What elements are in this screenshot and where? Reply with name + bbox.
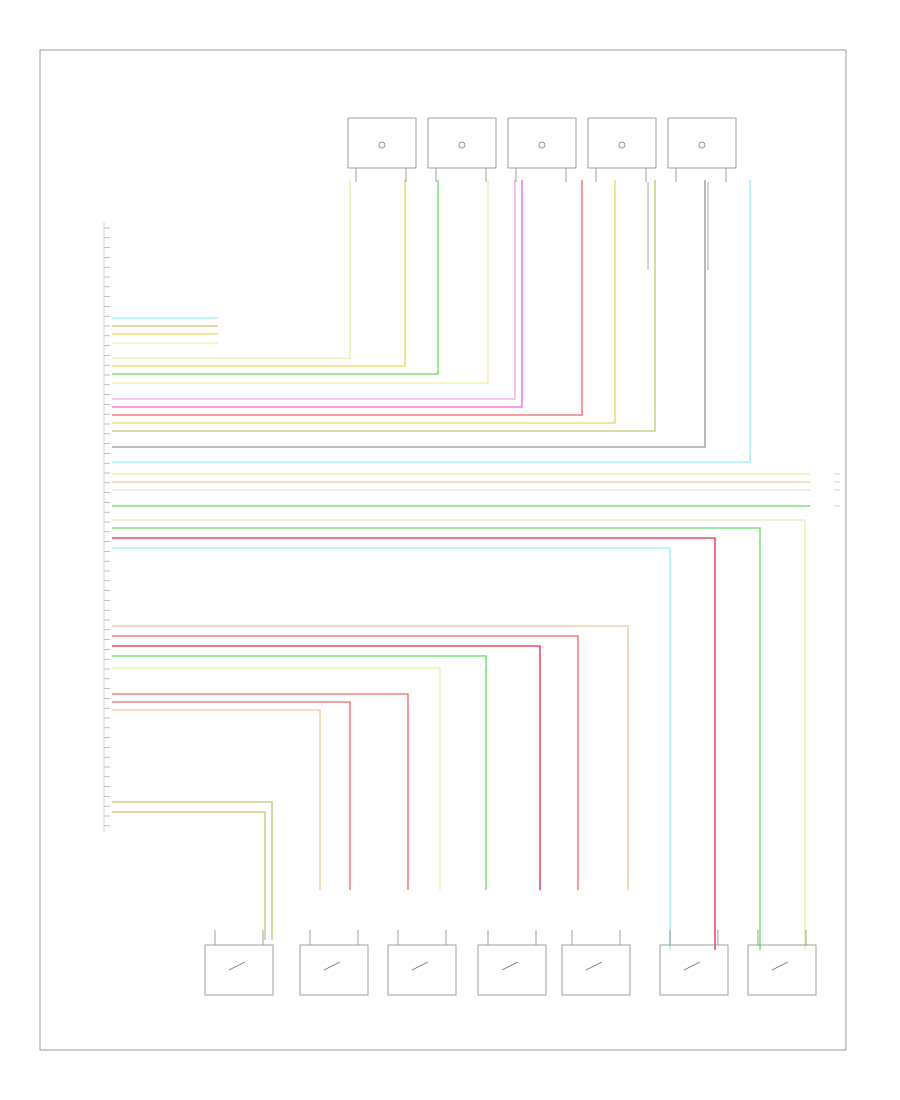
switch-symbol: [771, 961, 789, 971]
sensor-symbol: [538, 141, 546, 149]
wire: [112, 537, 716, 950]
component-box: [347, 117, 417, 169]
wire: [112, 655, 487, 890]
connector-pin-column: [103, 222, 110, 832]
component-box: [427, 117, 497, 169]
wire: [112, 811, 266, 940]
wire: [112, 527, 761, 950]
switch-symbol: [323, 961, 341, 971]
wire-layer: [112, 180, 810, 950]
component-box: [507, 117, 577, 169]
sensor-symbol: [698, 141, 706, 149]
component-box: [747, 944, 817, 996]
component-box: [387, 944, 457, 996]
sensor-symbol: [378, 141, 386, 149]
component-box: [299, 944, 369, 996]
wire: [112, 625, 629, 890]
wire: [112, 180, 439, 375]
wire: [112, 693, 409, 890]
wire: [112, 180, 489, 384]
wire: [112, 645, 541, 890]
wire: [112, 180, 616, 424]
top-component-row: [347, 117, 737, 270]
wire: [112, 180, 751, 463]
component-box: [561, 944, 631, 996]
component-box: [659, 944, 729, 996]
switch-symbol: [683, 961, 701, 971]
wire: [112, 180, 656, 432]
right-edge-terminals: [834, 473, 840, 507]
wire: [112, 547, 671, 950]
switch-symbol: [228, 961, 246, 971]
wire: [112, 180, 351, 359]
component-box: [587, 117, 657, 169]
component-box: [667, 117, 737, 169]
wire: [112, 709, 321, 890]
wire: [112, 180, 523, 408]
switch-symbol: [585, 961, 603, 971]
wire: [112, 519, 806, 950]
bottom-component-row: [204, 930, 817, 996]
switch-symbol: [501, 961, 519, 971]
sensor-symbol: [618, 141, 626, 149]
switch-symbol: [411, 961, 429, 971]
wire: [112, 801, 273, 940]
diagram-frame: [39, 49, 847, 1051]
component-box: [477, 944, 547, 996]
component-box: [204, 944, 274, 996]
wire: [112, 667, 441, 890]
wire: [112, 180, 516, 400]
wire: [112, 635, 579, 890]
wire: [112, 180, 583, 416]
wire: [112, 180, 406, 367]
sensor-symbol: [458, 141, 466, 149]
wire: [112, 701, 351, 890]
wire: [112, 180, 706, 448]
